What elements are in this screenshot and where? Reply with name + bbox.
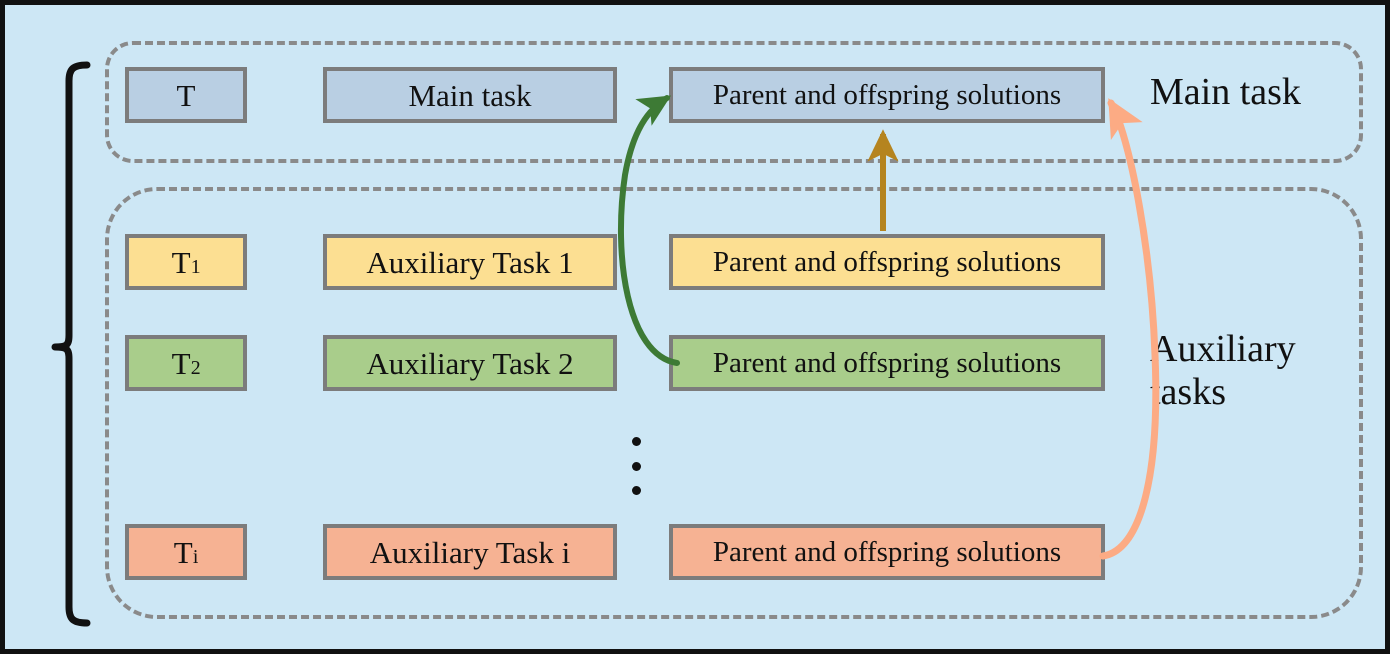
tag-subscript-auxiliary-task-i: i <box>192 546 199 569</box>
name-box-auxiliary-task-1: Auxiliary Task 1 <box>323 234 617 290</box>
tag-subscript-auxiliary-task-2: 2 <box>190 357 201 380</box>
solution-box-auxiliary-task-2: Parent and offspring solutions <box>669 335 1105 391</box>
name-label-main-task: Main task <box>408 77 532 113</box>
solution-label-auxiliary-task-2: Parent and offspring solutions <box>712 346 1062 379</box>
solution-label-auxiliary-task-i: Parent and offspring solutions <box>712 535 1062 568</box>
vertical-ellipsis-icon <box>626 437 646 495</box>
tag-label-auxiliary-task-i: T <box>173 534 193 570</box>
solution-box-auxiliary-task-i: Parent and offspring solutions <box>669 524 1105 580</box>
name-box-auxiliary-task-i: Auxiliary Task i <box>323 524 617 580</box>
left-brace-icon <box>51 61 91 627</box>
group-main-task <box>105 41 1363 163</box>
name-box-auxiliary-task-2: Auxiliary Task 2 <box>323 335 617 391</box>
tag-label-main-task: T <box>176 77 196 113</box>
name-label-auxiliary-task-1: Auxiliary Task 1 <box>366 244 574 280</box>
solution-box-auxiliary-task-1: Parent and offspring solutions <box>669 234 1105 290</box>
tag-label-auxiliary-task-1: T <box>171 244 191 280</box>
tag-subscript-auxiliary-task-1: 1 <box>190 256 201 279</box>
ellipsis-dot <box>631 461 641 471</box>
solution-box-main-task: Parent and offspring solutions <box>669 67 1105 123</box>
group-label-main-task: Main task <box>1150 71 1301 113</box>
ellipsis-dot <box>631 486 641 495</box>
tag-label-auxiliary-task-2: T <box>171 345 191 381</box>
name-label-auxiliary-task-i: Auxiliary Task i <box>369 534 571 570</box>
solution-label-auxiliary-task-1: Parent and offspring solutions <box>712 245 1062 278</box>
ellipsis-dot <box>631 437 641 446</box>
tag-box-main-task: T <box>125 67 247 123</box>
group-auxiliary-tasks <box>105 187 1363 619</box>
group-label-auxiliary-tasks: Auxiliary tasks <box>1150 328 1296 413</box>
name-label-auxiliary-task-2: Auxiliary Task 2 <box>366 345 574 381</box>
solution-label-main-task: Parent and offspring solutions <box>712 78 1062 111</box>
name-box-main-task: Main task <box>323 67 617 123</box>
